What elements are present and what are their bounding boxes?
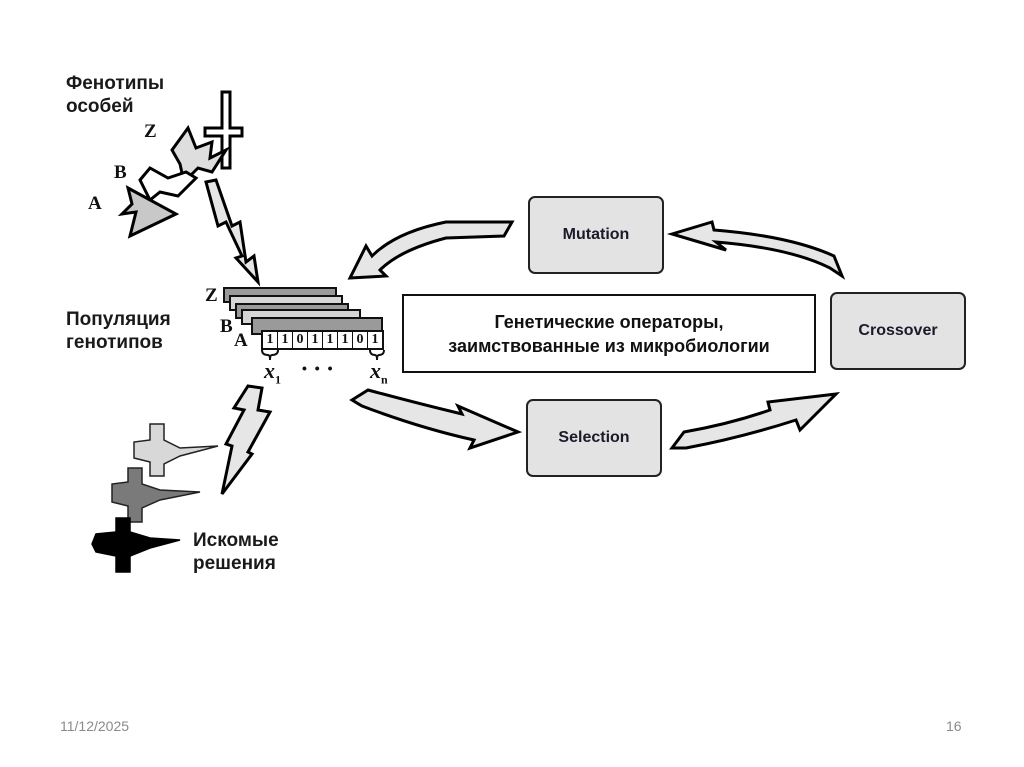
selection-box: Selection (526, 399, 662, 477)
last-gene-var-sub: n (381, 372, 388, 387)
solution-arrow-icon (220, 384, 273, 495)
first-gene-var-letter: x (264, 358, 275, 383)
last-gene-var-letter: x (370, 358, 381, 383)
phenotypes-label-line1: Фенотипы (66, 73, 165, 94)
gene-bit: 0 (353, 332, 368, 348)
gene-bit: 0 (293, 332, 308, 348)
genotype-stack (223, 287, 383, 335)
last-gene-brace-icon (369, 349, 385, 361)
chromosome: 1 1 0 1 1 1 0 1 (261, 330, 384, 350)
genotype-letter-a: A (234, 330, 248, 351)
genotype-letter-b: B (220, 316, 233, 337)
phenotype-letter-a: A (88, 193, 102, 214)
footer-page-number: 16 (946, 718, 962, 734)
population-label: Популяция генотипов (66, 308, 171, 354)
last-gene-variable: xn (370, 358, 388, 387)
genetic-operators-line2: заимствованные из микробиологии (448, 335, 770, 356)
gene-bit: 1 (263, 332, 278, 348)
phenotypes-label: Фенотипы особей (66, 72, 164, 118)
solutions-label: Искомые решения (193, 529, 279, 575)
phenotype-plane-z-icon (203, 90, 244, 170)
solutions-label-line2: решения (193, 553, 276, 574)
decode-arrow-icon (204, 178, 261, 287)
genes-ellipsis: • • • (302, 360, 335, 376)
crossover-box: Crossover (830, 292, 966, 370)
first-gene-var-sub: 1 (275, 372, 281, 387)
gene-bit: 1 (308, 332, 323, 348)
phenotype-letter-b: B (114, 162, 127, 183)
first-gene-variable: x1 (264, 358, 281, 387)
genotype-letter-z: Z (205, 285, 218, 306)
solution-plane-light-icon (133, 423, 219, 477)
population-to-selection-arrow-icon (349, 388, 523, 451)
selection-to-crossover-arrow-icon (669, 392, 841, 450)
mutation-box: Mutation (528, 196, 664, 274)
phenotype-letter-z: Z (144, 121, 157, 142)
population-label-line2: генотипов (66, 332, 163, 353)
phenotype-plane-a-icon (117, 185, 180, 239)
population-label-line1: Популяция (66, 309, 171, 330)
gene-bit: 1 (323, 332, 338, 348)
solutions-label-line1: Искомые (193, 530, 279, 551)
footer-date: 11/12/2025 (60, 718, 130, 734)
gene-bit: 1 (278, 332, 293, 348)
solution-plane-mid-icon (111, 467, 201, 523)
phenotype-plane-b-icon (138, 166, 199, 203)
gene-bit: 1 (371, 332, 379, 347)
genetic-operators-box: Генетические операторы, заимствованные и… (402, 294, 816, 373)
phenotypes-label-line2: особей (66, 96, 134, 117)
crossover-to-mutation-arrow-icon (666, 220, 846, 280)
genetic-operators-line1: Генетические операторы, (494, 311, 724, 332)
solution-plane-dark-icon (91, 517, 181, 573)
gene-bit: 1 (338, 332, 353, 348)
first-gene-brace-icon (261, 349, 279, 361)
mutation-to-population-arrow-icon (347, 220, 515, 280)
